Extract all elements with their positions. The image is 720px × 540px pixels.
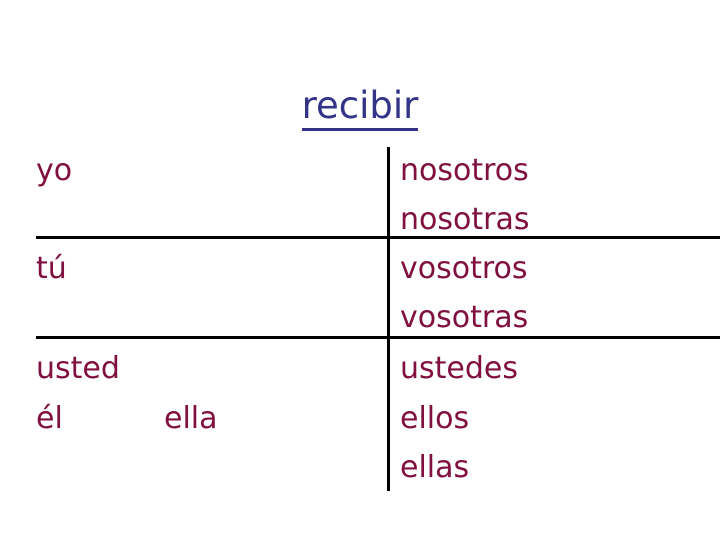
page-title-text: recibir — [301, 84, 419, 131]
pronoun-ellas: ellas — [400, 450, 470, 485]
pronoun-vosotras: vosotras — [400, 300, 529, 335]
pronoun-vosotros: vosotros — [400, 251, 528, 286]
pronoun-usted: usted — [36, 351, 120, 386]
page-title: recibir — [0, 84, 720, 131]
pronoun-el: él — [36, 401, 63, 436]
pronoun-ustedes: ustedes — [400, 351, 518, 386]
pronoun-nosotras: nosotras — [400, 202, 530, 237]
pronoun-ellos: ellos — [400, 401, 470, 436]
pronoun-ella: ella — [164, 401, 218, 436]
row-divider-2 — [36, 336, 720, 339]
row-divider-1 — [36, 236, 720, 239]
pronoun-tu: tú — [36, 251, 67, 286]
pronoun-yo: yo — [36, 153, 73, 188]
pronoun-nosotros: nosotros — [400, 153, 529, 188]
column-divider — [387, 147, 390, 491]
